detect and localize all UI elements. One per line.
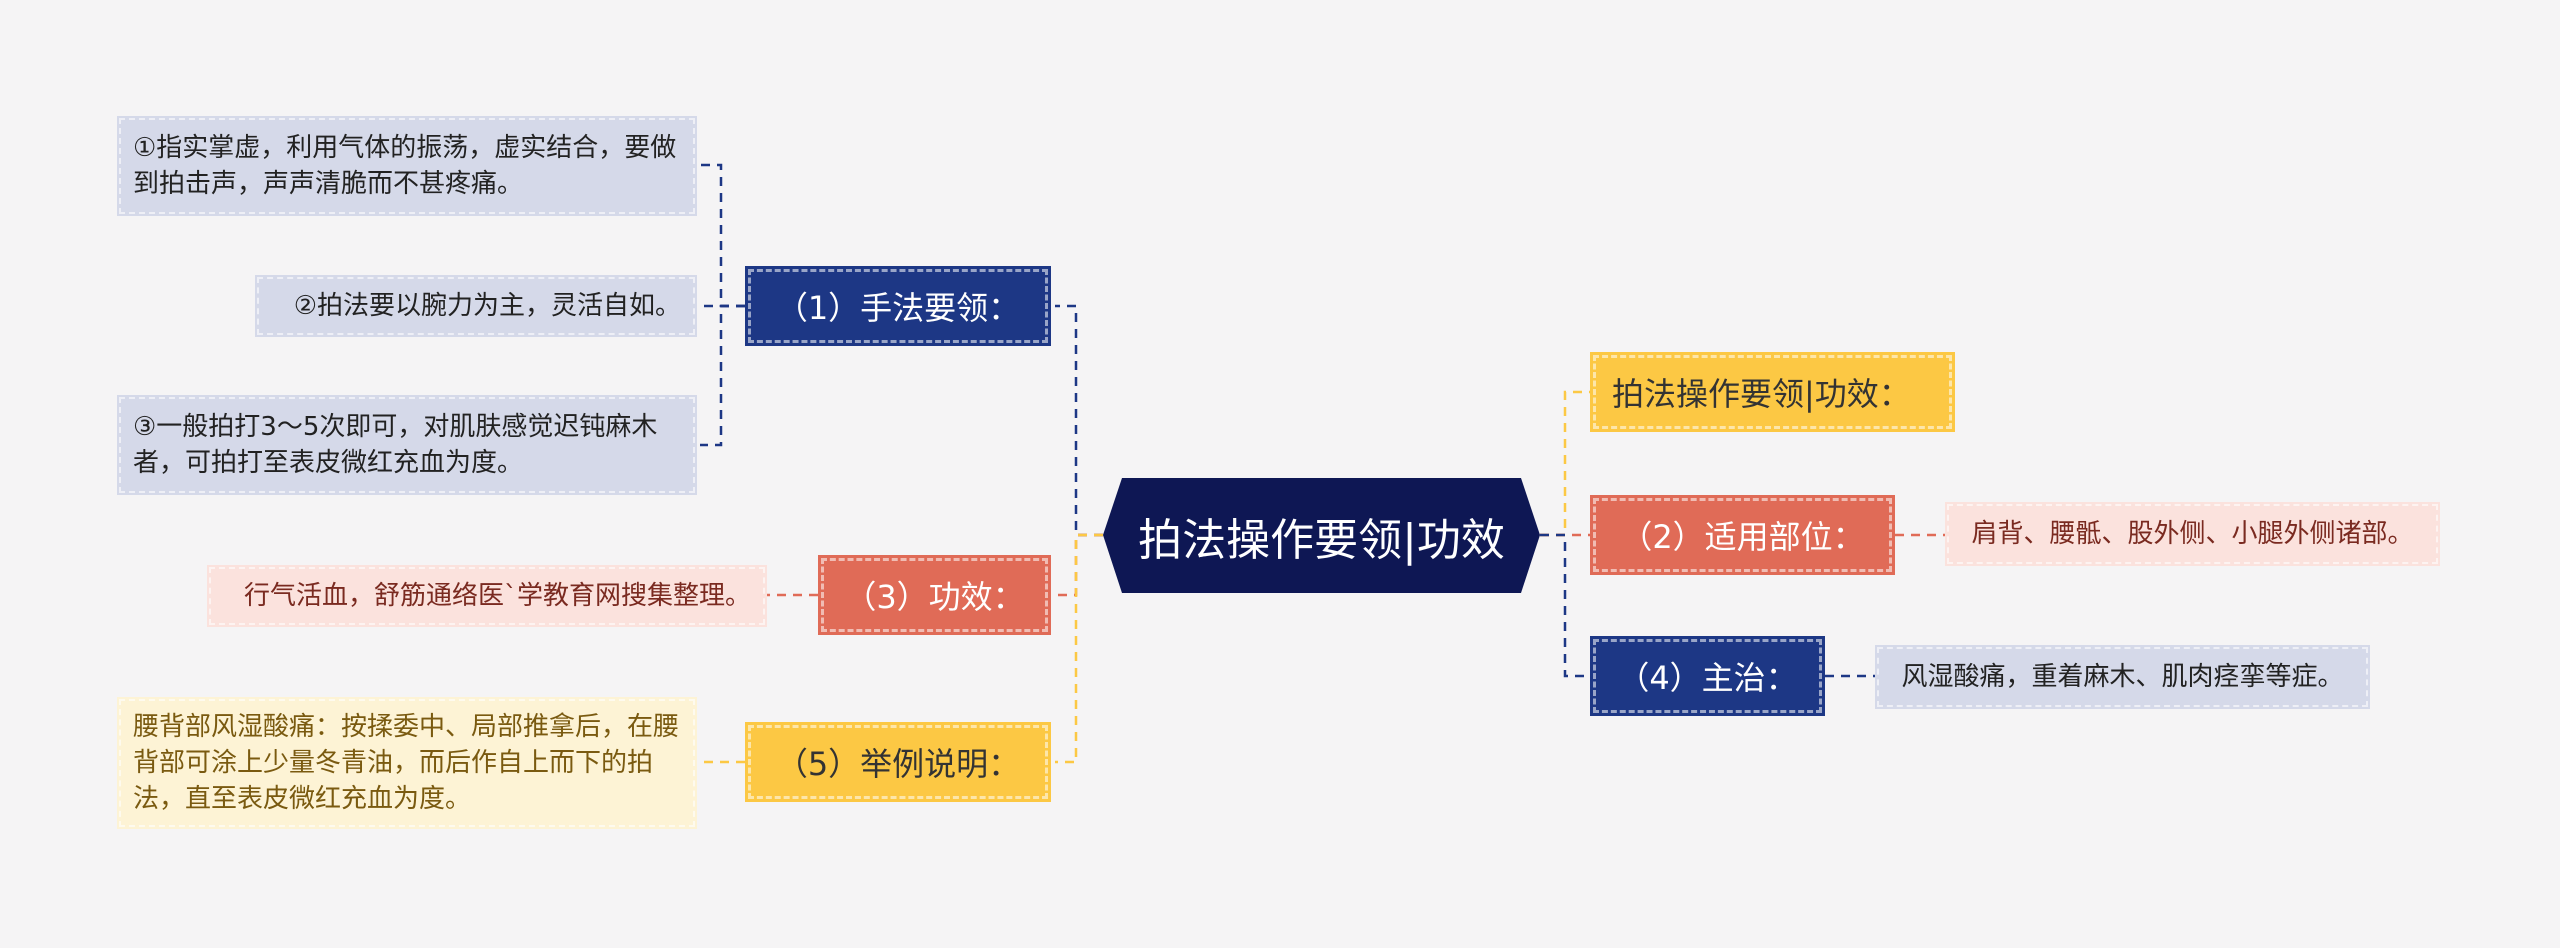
link-center-b4 [1540,533,1590,678]
branch-efficacy[interactable]: （3）功效： [818,555,1051,635]
leaf-text: ③一般拍打3～5次即可，对肌肤感觉迟钝麻木者，可拍打至表皮微红充血为度。 [133,412,658,478]
leaf-text: ②拍法要以腕力为主，灵活自如。 [293,291,681,321]
link-center-b5 [1055,533,1103,764]
central-topic[interactable]: 拍法操作要领|功效 [1103,478,1540,593]
leaf-text: 行气活血，舒筋通络医`学教育网搜集整理。 [243,581,751,611]
branch-applicable-areas[interactable]: （2）适用部位： [1590,495,1895,575]
branch-label: （3）功效： [844,578,1025,616]
branch-technique-essentials[interactable]: （1）手法要领： [745,266,1051,346]
leaf-text: 肩背、腰骶、股外侧、小腿外侧诸部。 [1971,519,2414,549]
link-center-b3 [1055,533,1103,597]
link-b1-l1c [700,304,745,447]
branch-label: （1）手法要领： [775,289,1021,327]
link-center-b0 [1540,390,1590,537]
leaf-technique-1[interactable]: ①指实掌虚，利用气体的振荡，虚实结合，要做到拍击声，声声清脆而不甚疼痛。 [117,116,697,216]
leaf-technique-3[interactable]: ③一般拍打3～5次即可，对肌肤感觉迟钝麻木者，可拍打至表皮微红充血为度。 [117,395,697,495]
branch-title-repeat[interactable]: 拍法操作要领|功效： [1590,352,1955,432]
branch-label: （4）主治： [1617,659,1798,697]
branch-indications[interactable]: （4）主治： [1590,636,1825,716]
leaf-text: 风湿酸痛，重着麻木、肌肉痉挛等症。 [1901,662,2344,692]
leaf-indications[interactable]: 风湿酸痛，重着麻木、肌肉痉挛等症。 [1875,645,2370,709]
central-topic-label: 拍法操作要领|功效 [1138,514,1505,566]
leaf-example[interactable]: 腰背部风湿酸痛：按揉委中、局部推拿后，在腰背部可涂上少量冬青油，而后作自上而下的… [117,697,697,829]
leaf-efficacy[interactable]: 行气活血，舒筋通络医`学教育网搜集整理。 [207,565,767,627]
leaf-text: ①指实掌虚，利用气体的振荡，虚实结合，要做到拍击声，声声清脆而不甚疼痛。 [133,133,677,199]
link-b1-l1a [700,163,745,308]
branch-label: （2）适用部位： [1620,518,1865,556]
branch-label: 拍法操作要领|功效： [1612,375,1911,413]
leaf-text: 腰背部风湿酸痛：按揉委中、局部推拿后，在腰背部可涂上少量冬青油，而后作自上而下的… [133,712,680,814]
leaf-applicable-areas[interactable]: 肩背、腰骶、股外侧、小腿外侧诸部。 [1945,502,2440,566]
link-center-b1 [1055,304,1103,537]
branch-label: （5）举例说明： [775,745,1021,783]
branch-example[interactable]: （5）举例说明： [745,722,1051,802]
leaf-technique-2[interactable]: ②拍法要以腕力为主，灵活自如。 [255,275,697,337]
